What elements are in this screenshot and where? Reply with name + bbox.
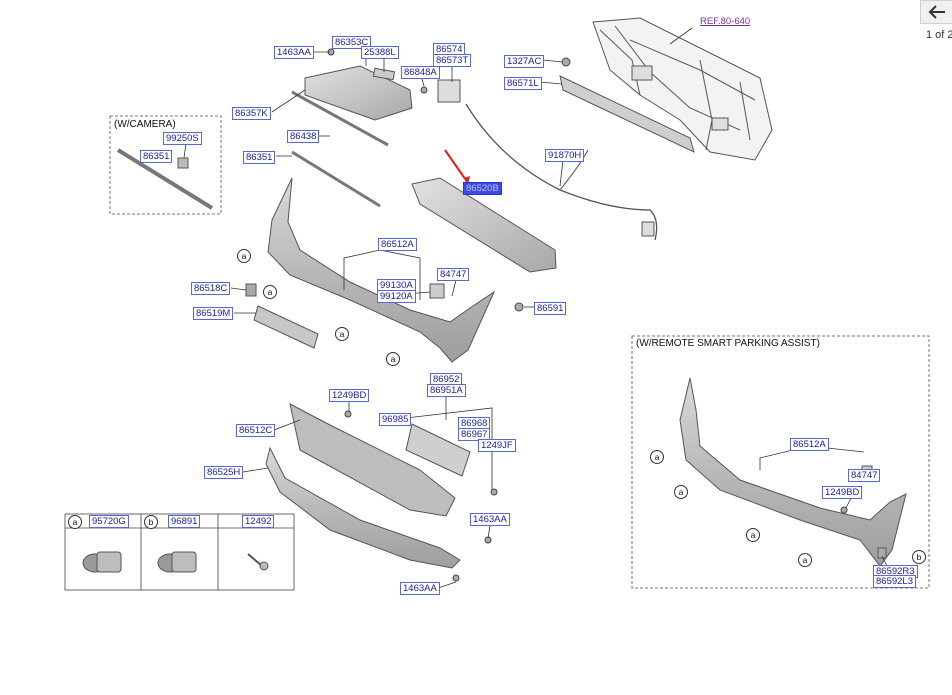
part-label[interactable]: 86351 (140, 150, 173, 163)
callout-a: a (386, 352, 400, 366)
lower-grille-carrier (289, 403, 456, 517)
license-plate-bracket (253, 305, 319, 349)
part-label[interactable]: 86353C (332, 36, 372, 49)
part-label[interactable]: 25388L (361, 46, 399, 59)
page-indicator: 1 of 2 (926, 29, 952, 41)
legend-letter-a: a (68, 515, 82, 529)
parking-sensor-icon-a (82, 551, 122, 573)
part-label-selected[interactable]: 86520B (463, 182, 502, 195)
camera-option-box (109, 115, 222, 215)
part-label[interactable]: 1327AC (504, 55, 545, 68)
part-label[interactable]: 86525H (204, 466, 244, 479)
selection-arrow (444, 149, 469, 184)
part-label[interactable]: 91870H (545, 149, 585, 162)
callout-a: a (798, 553, 812, 567)
part-label[interactable]: 1463AA (470, 513, 510, 526)
lower-bumper (265, 446, 461, 569)
camera-strip (116, 148, 214, 210)
callout-a: a (335, 327, 349, 341)
part-label[interactable]: 86571L (504, 77, 542, 90)
rspa-bumper (679, 377, 907, 567)
part-label[interactable]: 86518C (191, 282, 231, 295)
rspa-box-title: (W/REMOTE SMART PARKING ASSIST) (636, 338, 820, 349)
part-label[interactable]: 99250S (163, 132, 202, 145)
part-label[interactable]: 86967 (458, 428, 491, 441)
energy-absorber (411, 177, 557, 273)
part-label[interactable]: 1249BD (822, 486, 863, 499)
part-label[interactable]: 86438 (287, 130, 320, 143)
bumper-cap (245, 283, 257, 297)
sensor-bracket (437, 79, 461, 103)
part-label[interactable]: 86512A (790, 438, 829, 451)
part-label[interactable]: 99120A (377, 290, 416, 303)
screw-icon (247, 553, 269, 571)
part-label[interactable]: 86951A (427, 384, 466, 397)
part-label[interactable]: 96985 (379, 413, 412, 426)
lower-strip (291, 150, 381, 208)
legend-letter-b: b (144, 515, 158, 529)
part-label[interactable]: 1249JF (478, 439, 516, 452)
callout-a: a (746, 528, 760, 542)
part-label[interactable]: 1463AA (400, 582, 440, 595)
callout-a: a (237, 249, 251, 263)
part-label[interactable]: 1463AA (274, 46, 314, 59)
legend-part-label[interactable]: 96891 (168, 515, 201, 528)
callout-a: a (674, 485, 688, 499)
front-bumper-main (267, 177, 496, 363)
callout-b: b (912, 550, 926, 564)
part-label[interactable]: 86512C (236, 424, 276, 437)
part-label[interactable]: 86357K (232, 107, 271, 120)
part-label[interactable]: 86848A (401, 66, 440, 79)
leader-lines (183, 48, 889, 589)
back-button[interactable] (920, 0, 952, 24)
lower-bracket (405, 423, 471, 477)
arrow-left-icon (928, 5, 945, 19)
wiring-harness (465, 103, 658, 241)
part-label[interactable]: 84747 (437, 268, 470, 281)
bumper-beam (559, 75, 695, 153)
rspa-option-box (631, 335, 930, 589)
upper-strip (291, 90, 389, 147)
upper-cover (304, 65, 413, 121)
part-label[interactable]: 86591 (534, 302, 567, 315)
callout-a: a (263, 285, 277, 299)
legend-part-label[interactable]: 12492 (242, 515, 275, 528)
callout-a: a (650, 450, 664, 464)
reference-link[interactable]: REF.80-640 (700, 16, 751, 27)
camera-box-title: (W/CAMERA) (114, 119, 176, 130)
part-label[interactable]: 86573T (433, 54, 472, 67)
part-label[interactable]: 86351 (243, 151, 276, 164)
camera-bracket (177, 157, 189, 169)
front-end-carrier (592, 17, 773, 161)
part-label[interactable]: 1249BD (329, 389, 370, 402)
parking-sensor-icon-b (157, 551, 197, 573)
legend-part-label[interactable]: 95720G (89, 515, 129, 528)
part-label[interactable]: 86519M (193, 307, 234, 320)
part-label[interactable]: 86592L3 (873, 575, 916, 588)
part-label[interactable]: 84747 (848, 469, 881, 482)
part-label[interactable]: 86512A (378, 238, 417, 251)
